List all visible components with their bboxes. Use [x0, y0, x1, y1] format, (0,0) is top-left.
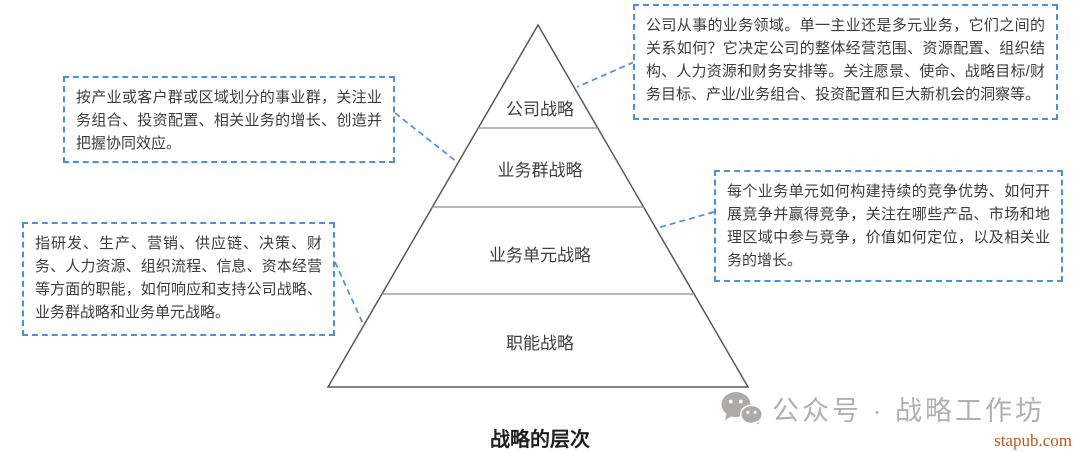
connector-corporate: [576, 61, 635, 88]
pyramid-level-functional: 职能战略: [506, 334, 574, 353]
pyramid-level-corporate: 公司战略: [506, 100, 574, 119]
pyramid-level-business-unit: 业务单元战略: [489, 246, 591, 265]
annotation-business-unit: 每个业务单元如何构建持续的竞争优势、如何开展竞争并赢得竞争，关注在哪些产品、市场…: [714, 170, 1063, 282]
connector-business-group: [394, 112, 458, 163]
watermark-label: 公众号 · 战略工作坊: [772, 396, 1045, 426]
wechat-icon: [720, 391, 764, 427]
diagram-title: 战略的层次: [490, 429, 590, 451]
annotation-corporate: 公司从事的业务领域。单一主业还是多元业务，它们之间的关系如何？它决定公司的整体经…: [633, 4, 1058, 120]
connector-business-unit: [656, 211, 715, 229]
annotation-functional-text: 指研发、生产、营销、供应链、决策、财务、人力资源、组织流程、信息、资本经营等方面…: [35, 235, 322, 321]
watermark: 公众号 · 战略工作坊: [720, 389, 1045, 428]
annotation-corporate-text: 公司从事的业务领域。单一主业还是多元业务，它们之间的关系如何？它决定公司的整体经…: [646, 17, 1045, 103]
annotation-business-group-text: 按产业或客户群或区域划分的事业群，关注业务组合、投资配置、相关业务的增长、创造并…: [76, 89, 382, 152]
annotation-business-group: 按产业或客户群或区域划分的事业群，关注业务组合、投资配置、相关业务的增长、创造并…: [63, 76, 395, 163]
site-link[interactable]: stapub.com: [994, 431, 1072, 450]
annotation-functional: 指研发、生产、营销、供应链、决策、财务、人力资源、组织流程、信息、资本经营等方面…: [22, 222, 335, 336]
pyramid-level-business-group: 业务群战略: [498, 161, 583, 180]
connector-functional: [334, 261, 365, 327]
annotation-business-unit-text: 每个业务单元如何构建持续的竞争优势、如何开展竞争并赢得竞争，关注在哪些产品、市场…: [727, 183, 1050, 269]
pyramid-outline: [326, 23, 750, 388]
